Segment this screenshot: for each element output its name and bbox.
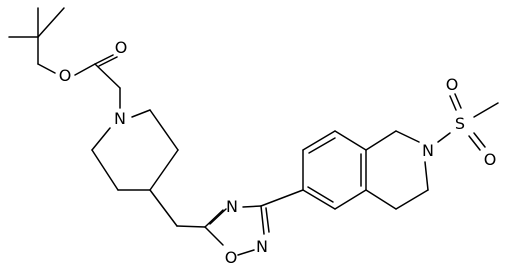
atom-label-n-oxadiazole-top: N xyxy=(226,197,238,216)
atom-label-o-sulfonyl-top: O xyxy=(446,75,459,94)
piperidine-ring xyxy=(91,109,179,191)
atom-label-n-oxadiazole-bottom: N xyxy=(256,237,268,256)
saturated-ring xyxy=(365,130,429,210)
methylene-linker xyxy=(149,189,206,228)
atom-label-o-carbonyl: O xyxy=(115,38,128,57)
boc-carbamate-bonds xyxy=(74,54,121,109)
atom-label-n-piperidine: N xyxy=(114,109,126,128)
atom-label-n-isoquinoline: N xyxy=(422,141,434,160)
methanesulfonyl-group xyxy=(437,93,499,151)
biaryl-bond xyxy=(260,189,304,207)
tert-butyl-group xyxy=(8,7,65,74)
aromatic-ring xyxy=(302,130,367,210)
atom-label-s-sulfonyl: S xyxy=(455,114,465,133)
atom-label-o-sulfonyl-bottom: O xyxy=(484,150,497,169)
oxadiazole-ring xyxy=(204,205,270,256)
atom-label-o-ester: O xyxy=(59,66,72,85)
atom-label-o-oxadiazole: O xyxy=(225,248,238,267)
